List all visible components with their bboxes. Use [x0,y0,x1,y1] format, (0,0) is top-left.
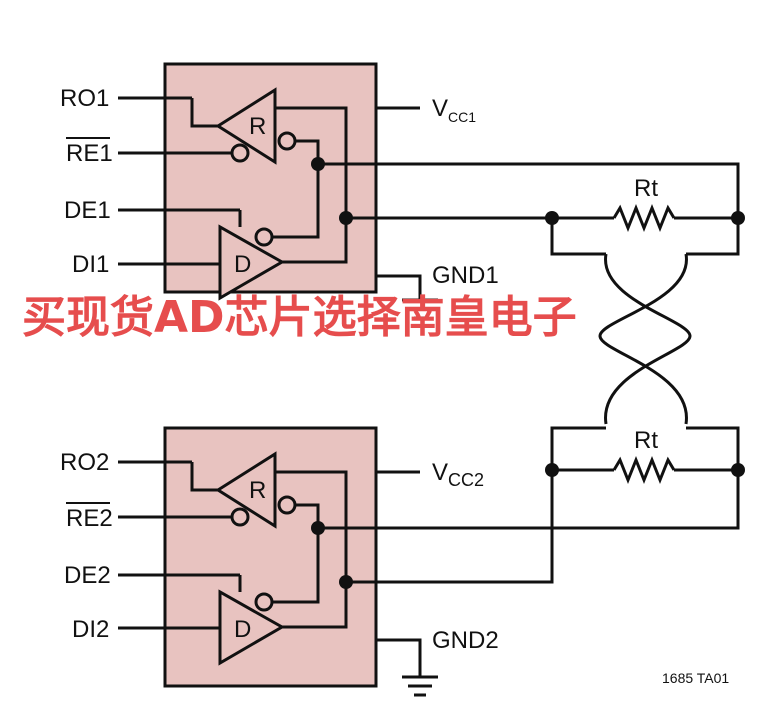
receiver-1-enable-bubble [230,143,250,163]
receiver-2-input-b-wire [295,503,320,528]
re1-label-main: RE [66,140,99,167]
receiver-1-input-b-wire [295,139,320,164]
vcc1-label: VCC1 [432,95,476,125]
driver-2-letter: D [234,616,251,643]
receiver-2-input-bubble [277,495,297,515]
rt-bottom-resistor [612,455,676,485]
receiver-2-letter: R [249,477,266,504]
driver-2-inv-output-wire [272,528,320,604]
figure-id: 1685 TA01 [662,670,729,686]
receiver-1-input-a-wire [275,106,348,218]
twisted-pair-wire-a [604,253,692,425]
receiver-2-input-a-wire [275,470,348,582]
ro1-label: RO1 [60,85,109,112]
gnd1-label: GND1 [432,262,499,289]
driver-1-letter: D [234,251,251,278]
pair-top-left-drop [550,218,606,256]
vcc2-label: VCC2 [432,459,484,490]
receiver-1-letter: R [249,113,266,140]
rt-bottom-label: Rt [634,427,658,454]
gnd2-label: GND2 [432,627,499,654]
gnd1-wire [376,274,422,300]
di1-label: DI1 [72,251,109,278]
bus-wiring: Rt Rt [318,162,745,584]
bus-2-line-b [346,470,554,584]
pair-bottom-right-rise [686,426,740,470]
driver-1-inverting-bubble [254,227,274,247]
rt-top-label: Rt [634,175,658,202]
re1-label: RE1 [66,140,113,167]
vcc1-main: V [432,95,448,122]
watermark-text: 买现货AD芯片选择南皇电子 [22,292,577,343]
receiver-2-triangle [215,451,277,529]
pair-bottom-left-rise [550,426,606,470]
driver-1-output-wire [282,218,348,264]
ro2-label: RO2 [60,449,109,476]
chip-2: R D RO2 RE2 DE2 DI2 VCC2 GND2 [60,426,499,697]
rt-top-resistor [612,203,676,233]
receiver-1-input-bubble [277,131,297,151]
receiver-2-enable-bubble [230,507,250,527]
driver-1-triangle [218,224,286,301]
driver-1-inv-output-wire [272,164,320,239]
ro2-internal-wire [190,462,218,492]
de1-label: DE1 [64,197,111,224]
vcc2-main: V [432,459,448,486]
vcc1-sub: CC1 [448,109,476,125]
bus-1-line-a [318,162,740,218]
driver-2-inverting-bubble [254,592,274,612]
gnd2-wire [376,638,422,677]
pair-top-right-drop [686,218,740,256]
ro1-internal-wire [190,98,218,128]
re2-label: RE2 [66,505,113,532]
de2-label: DE2 [64,562,111,589]
re1-label-index: 1 [99,140,112,167]
re2-label-index: 2 [99,505,112,532]
chip-1: R D RO1 RE1 DE1 DI1 VCC1 GND1 [60,62,499,320]
bus-2-line-a [318,470,740,530]
driver-2-triangle [218,589,286,666]
receiver-1-triangle [215,87,277,165]
driver-2-output-wire [282,582,348,629]
re2-label-main: RE [66,505,99,532]
di2-label: DI2 [72,616,109,643]
twisted-pair-wire-b [598,253,688,425]
vcc2-sub: CC2 [448,470,484,490]
